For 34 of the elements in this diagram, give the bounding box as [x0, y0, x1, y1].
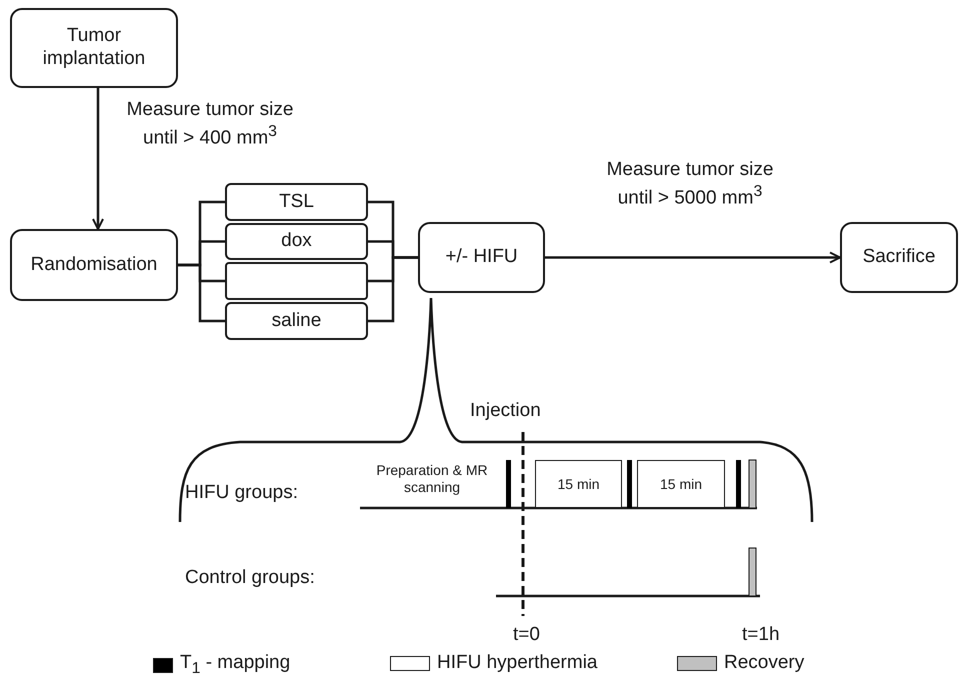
process-box [225, 262, 368, 300]
legend-text: HIFU hyperthermia [437, 652, 598, 675]
process-box [10, 8, 178, 88]
process-box [418, 222, 545, 293]
process-box [840, 222, 958, 293]
node-text: TSL [279, 190, 314, 214]
legend-text: Recovery [724, 652, 804, 675]
hyperthermia-box [637, 460, 725, 508]
node-text: 15 min [557, 476, 600, 492]
text-label: HIFU groups: [185, 482, 298, 505]
node-text: Randomisation [30, 254, 158, 276]
connector-line [178, 264, 225, 322]
process-box [225, 183, 368, 221]
text-label: Preparation & MR scanning [375, 462, 489, 496]
connector-line [368, 256, 418, 322]
node-text: Sacrifice [862, 246, 936, 269]
hyperthermia-box [535, 460, 622, 508]
arrow [92, 88, 104, 230]
text-label: t=1h [742, 624, 780, 647]
arrow [545, 252, 841, 264]
edge-label: Measure tumor size until > 400 mm$^{3}$ [126, 98, 294, 150]
node-text: Tumor implantation [42, 25, 146, 71]
node-text: dox [281, 230, 312, 253]
process-box [225, 223, 368, 260]
edge-label: Measure tumor size until > 5000 mm$^{3}$ [606, 158, 774, 210]
legend-text: T$_{1}$ - mapping [180, 652, 290, 679]
process-box [10, 229, 178, 301]
process-box [225, 302, 368, 340]
text-label: Injection [470, 400, 541, 423]
node-text: +/- HIFU [445, 246, 518, 269]
text-label: t=0 [513, 624, 540, 647]
node-text: 15 min [660, 476, 702, 492]
node-text: saline [272, 310, 322, 332]
text-label: Control groups: [185, 567, 315, 590]
